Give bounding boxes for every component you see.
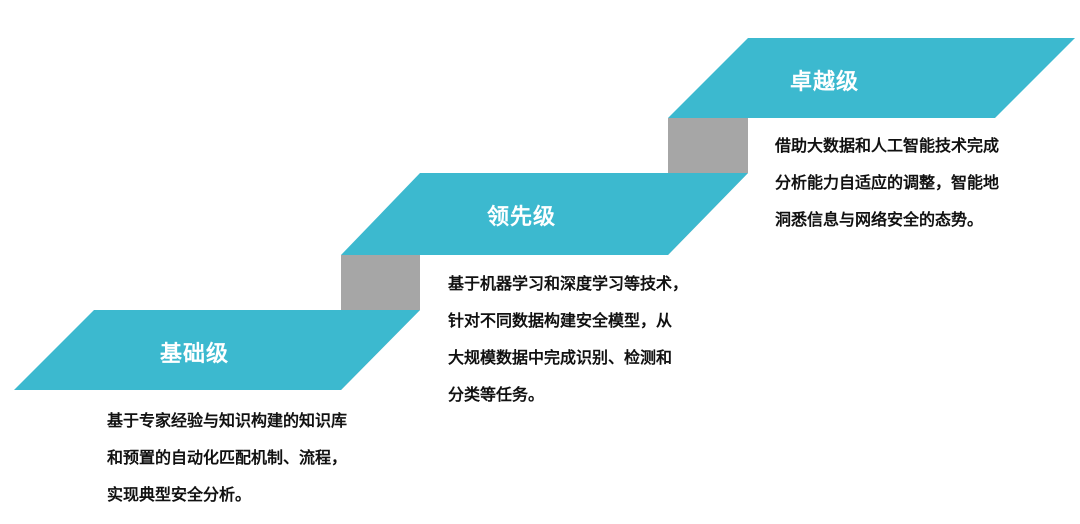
desc-line: 基于机器学习和深度学习等技术， [448, 274, 689, 293]
step-title-excellent: 卓越级 [790, 70, 860, 95]
desc-line: 实现典型安全分析。 [107, 485, 252, 504]
step-description-basic: 基于专家经验与知识构建的知识库 和预置的自动化匹配机制、流程， 实现典型安全分析… [107, 402, 347, 513]
desc-line: 洞悉信息与网络安全的态势。 [775, 210, 984, 229]
desc-line: 分析能力自适应的调整，智能地 [775, 173, 1000, 192]
tread-basic [14, 310, 420, 390]
desc-line: 分类等任务。 [448, 385, 545, 404]
step-description-excellent: 借助大数据和人工智能技术完成 分析能力自适应的调整，智能地 洞悉信息与网络安全的… [775, 127, 999, 238]
step-description-leading: 基于机器学习和深度学习等技术， 针对不同数据构建安全模型，从 大规模数据中完成识… [448, 265, 688, 413]
desc-line: 大规模数据中完成识别、检测和 [448, 348, 673, 367]
desc-line: 和预置的自动化匹配机制、流程， [107, 448, 348, 467]
desc-line: 基于专家经验与知识构建的知识库 [107, 411, 348, 430]
step-title-basic: 基础级 [160, 342, 230, 367]
desc-line: 针对不同数据构建安全模型，从 [448, 311, 673, 330]
step-title-leading: 领先级 [487, 205, 557, 230]
tread-leading [341, 173, 748, 255]
desc-line: 借助大数据和人工智能技术完成 [775, 136, 1000, 155]
tread-excellent [668, 38, 1075, 118]
